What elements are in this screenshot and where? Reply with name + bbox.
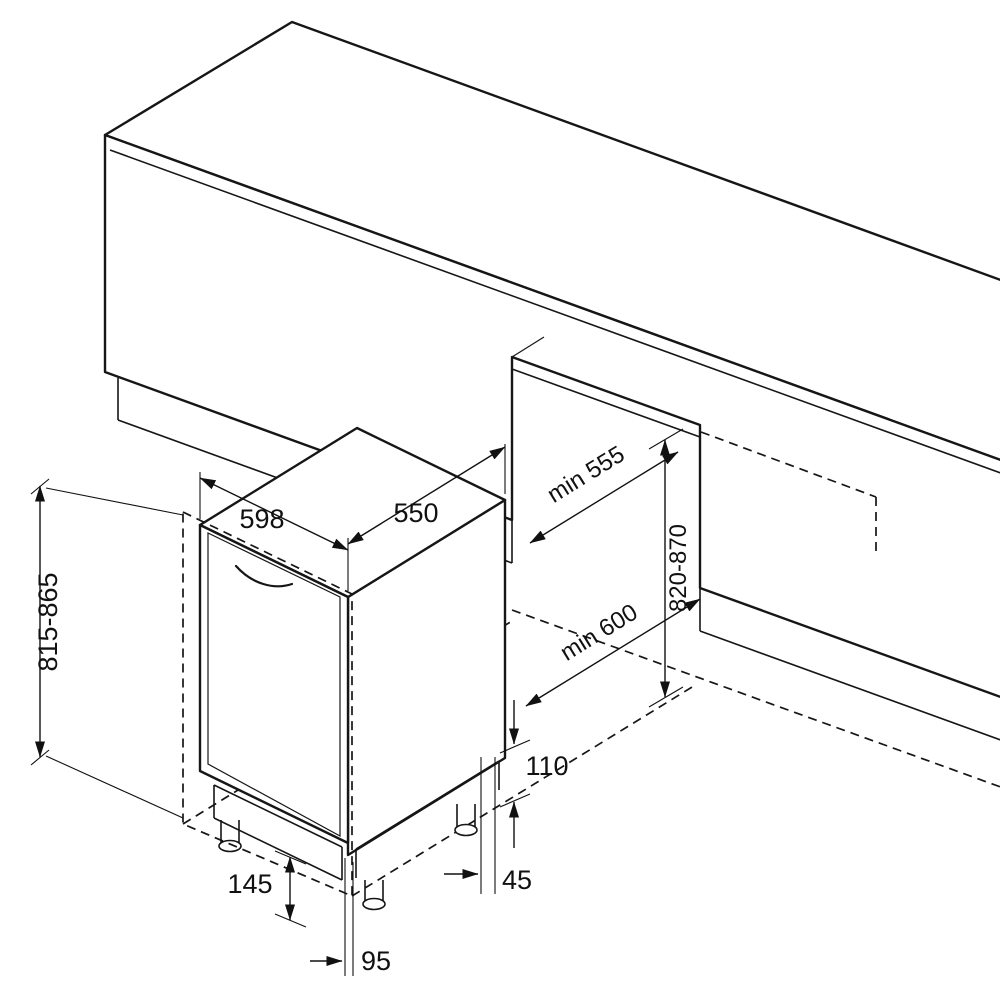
- extension-line: [344, 858, 354, 976]
- niche-outline-projection: [182, 510, 353, 898]
- niche-ceiling-edge: [511, 336, 545, 358]
- dimension-label: 550: [393, 498, 438, 528]
- extension-line: [480, 757, 496, 894]
- door-handle: [234, 564, 294, 588]
- adjustable-foot-front: [362, 880, 386, 911]
- projection-line-bottom-right: [351, 683, 698, 897]
- dimension-line: [199, 477, 349, 551]
- dim-appliance-height: 815-865: [30, 478, 184, 819]
- dimension-label: 110: [525, 751, 568, 781]
- dim-side-offset: 45: [444, 757, 532, 895]
- dimension-line: [347, 446, 506, 545]
- dishwasher-door: [198, 523, 350, 845]
- kitchen-run: [103, 20, 1000, 741]
- dim-niche-depth: min 555: [529, 441, 679, 544]
- dim-niche-height: 820-870: [648, 428, 692, 708]
- plinth-panel-front: [213, 784, 343, 881]
- dimension-label: 145: [227, 869, 272, 899]
- dim-plinth-recess: 95: [310, 858, 391, 976]
- dimension-label: 815-865: [33, 572, 63, 671]
- dim-appliance-width: 598: [199, 472, 349, 591]
- dimension-label: 820-870: [665, 524, 692, 612]
- adjustable-foot-left: [218, 820, 242, 853]
- niche-underside-line: [511, 368, 701, 438]
- dimension-line: [529, 451, 679, 544]
- worktop-edge-line: [109, 149, 1000, 474]
- dim-base-height: 110: [499, 700, 569, 848]
- dimension-label: min 600: [556, 599, 643, 667]
- adjustable-foot-rear: [454, 804, 478, 837]
- niche-floor-hidden-edge: [700, 431, 877, 498]
- dimension-line: [525, 598, 701, 707]
- dimension-label: min 555: [543, 441, 630, 509]
- dim-front-clearance: min 600: [525, 598, 701, 707]
- plinth-panel-side: [355, 760, 500, 878]
- cabinet-front-face: [103, 133, 1000, 699]
- dimension-label: 45: [502, 865, 532, 895]
- dimension-label: 598: [239, 504, 284, 534]
- dim-plinth-height: 145: [227, 850, 307, 928]
- door-inner-edge: [207, 532, 341, 838]
- dimension-label: 95: [361, 946, 391, 976]
- reference-tick: [499, 739, 531, 808]
- dim-appliance-depth: 550: [347, 444, 506, 545]
- extension-line: [45, 487, 184, 819]
